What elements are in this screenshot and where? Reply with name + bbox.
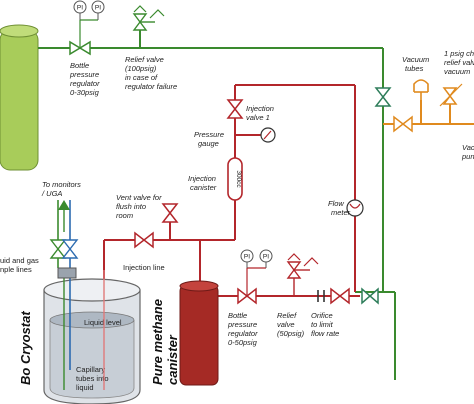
liquid-level-label: Liquid level bbox=[84, 318, 122, 327]
capillary-tubes-label: Capillary tubes into liquid bbox=[76, 365, 111, 392]
svg-text:PI: PI bbox=[77, 5, 83, 12]
bottom-regulator-valve[interactable] bbox=[237, 267, 266, 305]
methane-canister-label: Pure methane canister bbox=[150, 295, 180, 385]
injection-line-valve[interactable] bbox=[134, 231, 154, 249]
monitors-arrow bbox=[58, 200, 70, 232]
vacuum-tubes-symbol bbox=[413, 79, 429, 100]
svg-text:PI: PI bbox=[95, 5, 101, 12]
junction-valve[interactable] bbox=[361, 287, 379, 305]
bottom-relief-valve[interactable] bbox=[286, 253, 319, 296]
top-relief-label: Relief valve (100psig) in case of regula… bbox=[125, 55, 177, 91]
injection-valve-label: Injection valve 1 bbox=[246, 104, 276, 122]
svg-text:PI: PI bbox=[244, 254, 250, 261]
liquid-gas-lines-label: uid and gas nple lines bbox=[0, 256, 41, 274]
vacuum-valve[interactable] bbox=[393, 115, 413, 133]
svg-text:300cc: 300cc bbox=[235, 170, 242, 188]
flow-meter bbox=[346, 199, 364, 217]
bottom-regulator-label: Bottle pressure regulator 0-50psig bbox=[227, 311, 260, 347]
to-monitors-label: To monitors / UGA bbox=[41, 180, 83, 198]
bottom-relief-label: Relief valve (50psig) bbox=[277, 311, 305, 338]
top-regulator-valve[interactable] bbox=[69, 19, 98, 56]
vent-valve-label: Vent valve for flush into room bbox=[116, 193, 164, 220]
feedthrough bbox=[57, 267, 77, 279]
pressure-gauge bbox=[260, 127, 276, 143]
psig-relief-label: 1 psig ch relief valv vacuum bbox=[444, 49, 474, 76]
flow-meter-label: Flow meter bbox=[328, 199, 351, 217]
injection-canister-label: Injection canister bbox=[188, 174, 218, 192]
injection-valve-1[interactable] bbox=[226, 99, 244, 119]
check-relief-valve[interactable] bbox=[439, 83, 463, 107]
top-pressure-indicator-left: PI bbox=[73, 0, 87, 20]
cryostat-vessel bbox=[43, 278, 141, 404]
top-relief-valve[interactable] bbox=[132, 5, 165, 31]
sample-valve-green[interactable] bbox=[49, 239, 67, 259]
cryostat-label: Bo Cryostat bbox=[18, 311, 33, 385]
vacuum-tubes-label: Vacuum tubes bbox=[402, 55, 431, 73]
orifice bbox=[317, 290, 325, 302]
green-line-valve[interactable] bbox=[374, 87, 392, 107]
pressure-gauge-label: Pressure gauge bbox=[194, 130, 226, 148]
orifice-label: Orifice to limit flow rate bbox=[311, 311, 339, 338]
vac-pump-label: Vac pun bbox=[461, 143, 474, 161]
injection-line-label: Injection line bbox=[123, 263, 165, 272]
bottom-pressure-indicator-right: PI bbox=[259, 249, 273, 268]
top-regulator-label: Bottle pressure regulator 0-30psig bbox=[69, 61, 102, 97]
methane-line-valve[interactable] bbox=[330, 287, 350, 305]
methane-canister bbox=[179, 280, 219, 386]
gas-bottle bbox=[0, 24, 39, 171]
svg-text:PI: PI bbox=[263, 254, 269, 261]
top-pressure-indicator-right: PI bbox=[91, 0, 105, 20]
sample-valve-blue[interactable] bbox=[61, 239, 79, 259]
injection-canister: 300cc bbox=[227, 157, 243, 201]
bottom-pressure-indicator-left: PI bbox=[240, 249, 254, 268]
red-pipework bbox=[103, 84, 360, 345]
vent-valve[interactable] bbox=[161, 203, 179, 223]
